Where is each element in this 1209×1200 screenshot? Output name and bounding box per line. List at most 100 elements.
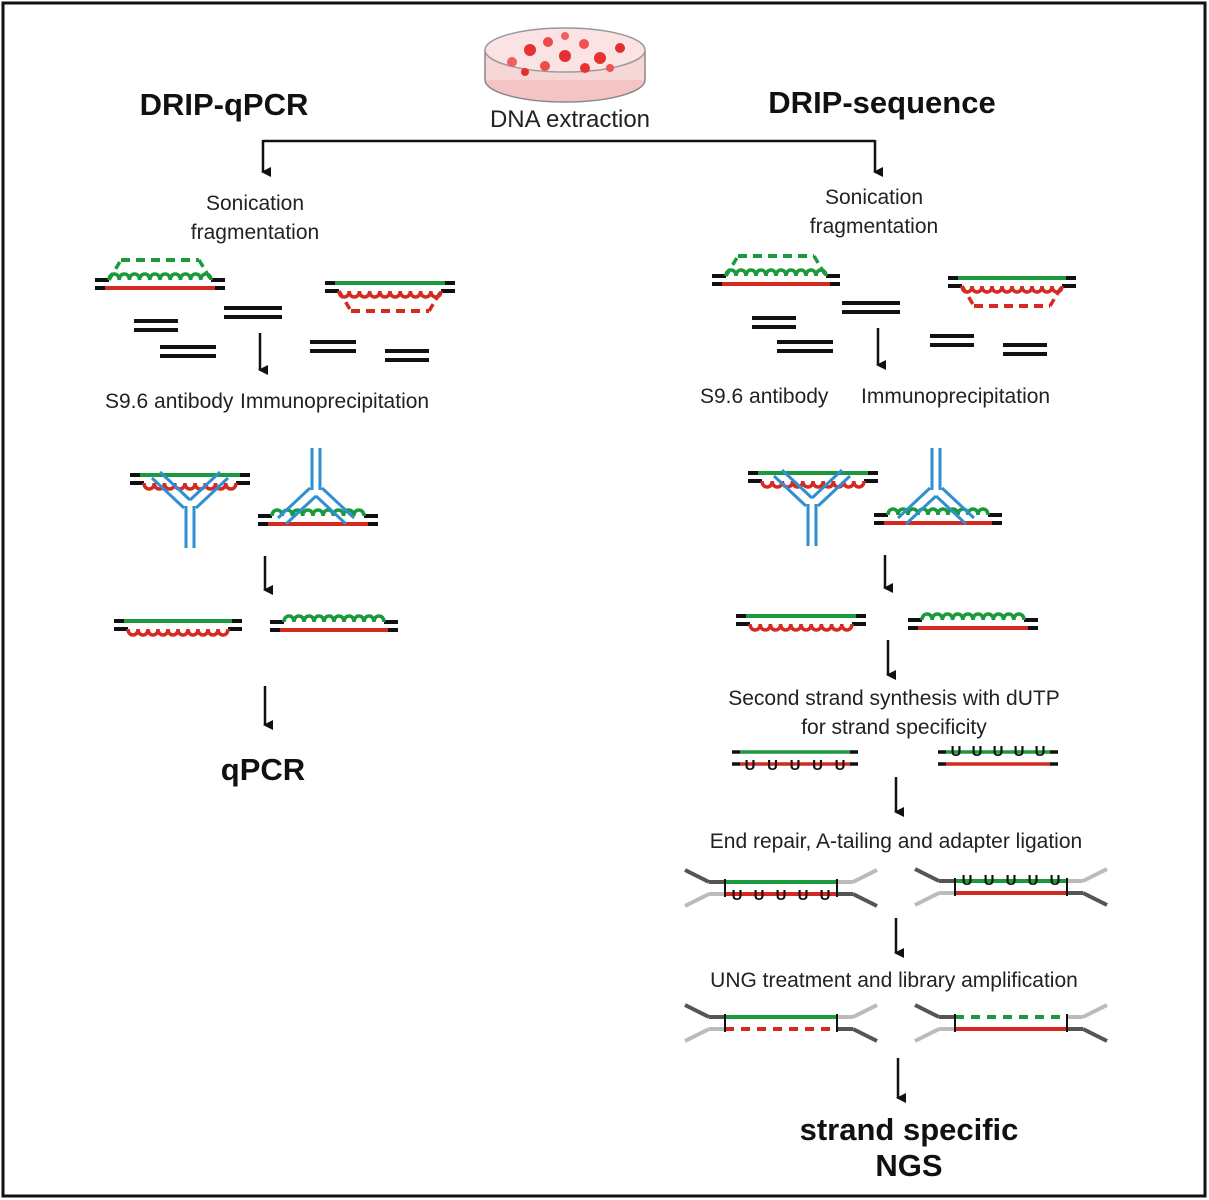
u-base: U <box>972 743 983 760</box>
red-loops <box>760 480 866 489</box>
right-result-line1: strand specific <box>800 1112 1019 1147</box>
displaced-strand <box>427 290 443 312</box>
green-loops <box>920 612 1026 621</box>
antibody-arm <box>934 494 968 526</box>
r-loop-hybrid <box>258 508 378 526</box>
displaced-strand <box>107 259 123 281</box>
right-antibody-label: S9.6 antibody <box>700 385 829 408</box>
antibody-arm <box>780 468 814 500</box>
dsdna-fragment <box>310 340 356 353</box>
left-antibody-label: S9.6 antibody <box>105 390 234 413</box>
antibody-arm <box>314 494 348 526</box>
adapter-arm <box>852 892 878 908</box>
antibody-arm <box>188 470 222 502</box>
adapter-ligated-duplex <box>914 1003 1108 1043</box>
adapter-arm <box>852 1003 878 1019</box>
red-loops <box>748 623 854 632</box>
u-base: U <box>798 887 809 904</box>
u-base: U <box>745 757 756 774</box>
u-base: U <box>1014 743 1025 760</box>
left-ip-label: Immunoprecipitation <box>240 390 429 413</box>
antibody-arm <box>940 486 976 520</box>
u-base: U <box>1050 872 1061 889</box>
u-base: U <box>962 872 973 889</box>
adapter-arm <box>684 1003 710 1019</box>
right-sonication-line2: fragmentation <box>810 215 938 238</box>
red-loops <box>960 285 1064 294</box>
antibody-arm <box>194 476 230 510</box>
green-loops <box>724 268 828 277</box>
u-base: U <box>951 743 962 760</box>
dsdna-fragment <box>930 334 974 347</box>
u-base: U <box>790 757 801 774</box>
antibody-icon <box>150 470 230 548</box>
r-loop-hybrid <box>948 276 1076 308</box>
adapter-arm <box>684 1027 710 1043</box>
left-result: qPCR <box>221 752 305 787</box>
r-loop-hybrid <box>325 281 455 313</box>
adapter-arm <box>684 892 710 908</box>
left-title: DRIP-qPCR <box>140 87 309 122</box>
u-base: U <box>732 887 743 904</box>
green-loops <box>282 614 386 623</box>
displaced-strand <box>1048 285 1064 307</box>
red-loops <box>337 290 443 299</box>
r-loop-hybrid <box>270 614 398 632</box>
adapter-arm <box>914 1003 940 1019</box>
u-base: U <box>776 887 787 904</box>
r-loop-hybrid <box>712 254 840 286</box>
right-sonication-line1: Sonication <box>825 186 923 209</box>
displaced-strand <box>337 290 353 312</box>
displaced-strand <box>724 255 740 277</box>
r-loop-hybrid <box>908 612 1038 630</box>
adapter-arm <box>1082 867 1108 883</box>
dsdna-fragment <box>777 340 833 353</box>
ung-label: UNG treatment and library amplification <box>710 969 1078 992</box>
antibody-arm <box>284 494 318 526</box>
r-loop-hybrid <box>736 614 866 632</box>
u-base: U <box>835 757 846 774</box>
right-title: DRIP-sequence <box>768 85 995 120</box>
adapter-arm <box>914 891 940 907</box>
red-loops <box>142 482 238 491</box>
left-sonication-line2: fragmentation <box>191 221 319 244</box>
second-strand-line2: for strand specificity <box>801 716 987 739</box>
antibody-arm <box>772 474 808 508</box>
u-base: U <box>993 743 1004 760</box>
right-result-line2: NGS <box>875 1148 942 1183</box>
u-base: U <box>767 757 778 774</box>
dsdna-fragment <box>752 316 796 329</box>
r-loop-hybrid <box>874 507 1002 525</box>
adapter-arm <box>852 868 878 884</box>
antibody-arm <box>904 494 938 526</box>
displaced-strand <box>960 285 976 307</box>
displaced-strand <box>197 259 213 281</box>
antibody-arm <box>158 470 192 502</box>
extraction-label: DNA extraction <box>490 106 650 133</box>
antibody-icon <box>772 468 852 546</box>
adapter-arm <box>852 1027 878 1043</box>
u-base: U <box>812 757 823 774</box>
u-base: U <box>1035 743 1046 760</box>
dsdna-fragment <box>842 301 900 314</box>
displaced-strand <box>812 255 828 277</box>
green-loops <box>107 272 213 281</box>
left-eluted-hybrids <box>114 614 398 637</box>
end-repair-label: End repair, A-tailing and adapter ligati… <box>710 830 1082 853</box>
antibody-arm <box>150 476 186 510</box>
right-ip-label: Immunoprecipitation <box>861 385 1050 408</box>
dsdna-fragment <box>385 349 429 362</box>
dsdna-fragment <box>160 345 216 358</box>
red-loops <box>126 628 230 637</box>
second-strand-line1: Second strand synthesis with dUTP <box>728 687 1060 710</box>
antibody-icon <box>896 448 976 526</box>
left-immunoprecipitation <box>130 448 378 548</box>
adapter-arm <box>1082 1027 1108 1043</box>
antibody-arm <box>320 486 356 520</box>
r-loop-hybrid <box>95 258 225 290</box>
